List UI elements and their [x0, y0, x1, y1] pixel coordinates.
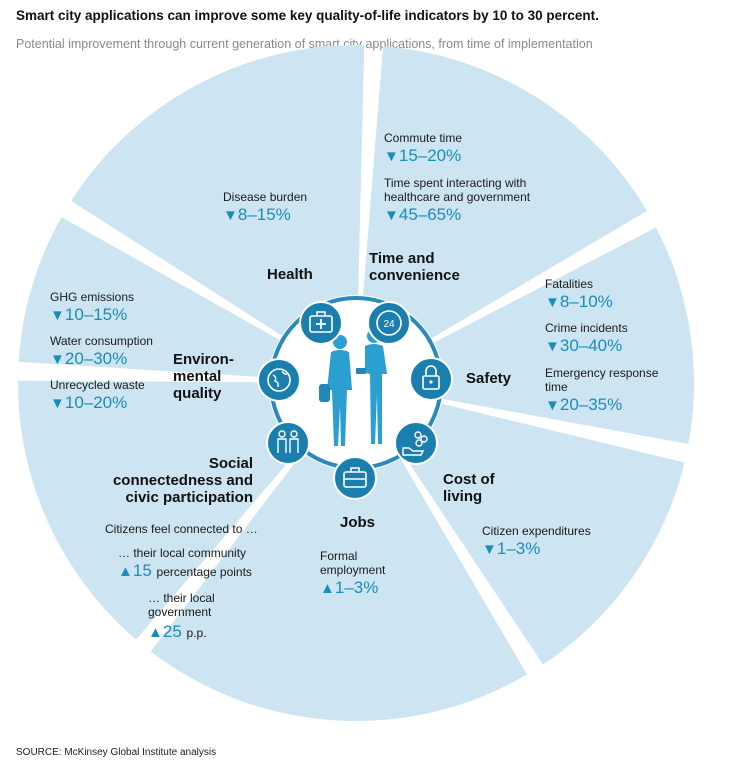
category-time-line1: Time and	[369, 250, 435, 267]
unrecycled-waste-label: Unrecycled waste	[50, 378, 145, 392]
formal-employment-label-line2: employment	[320, 563, 386, 577]
category-safety: Safety	[466, 370, 512, 387]
category-social-line2: connectedness and	[112, 472, 253, 489]
citizen-expenditures-label: Citizen expenditures	[482, 524, 591, 538]
segment-time-convenience	[363, 46, 647, 339]
medical-kit-icon	[299, 301, 343, 345]
segment-health	[71, 44, 365, 336]
interaction-time-value: ▼45–65%	[384, 205, 462, 224]
clock-24-icon: 24	[367, 301, 411, 345]
category-social-line1: Social	[208, 455, 253, 472]
disease-burden-label: Disease burden	[223, 190, 308, 204]
segment-jobs	[150, 452, 528, 721]
citizens-connected-label: Citizens feel connected to …	[105, 522, 258, 536]
svg-text:24: 24	[383, 319, 395, 330]
source-note: SOURCE: McKinsey Global Institute analys…	[16, 747, 217, 758]
category-cost-line2: living	[443, 488, 483, 505]
local-community-value: ▲15 percentage points	[118, 561, 252, 580]
category-cost-line1: Cost of	[443, 471, 495, 488]
local-government-unit: p.p.	[186, 626, 207, 640]
category-jobs: Jobs	[340, 514, 376, 531]
local-government-label-line1: … their local	[148, 591, 215, 605]
category-env-line3: quality	[173, 385, 222, 402]
local-government-value: ▲25 p.p.	[148, 622, 207, 641]
padlock-icon	[409, 357, 453, 401]
emergency-response-value: ▼20–35%	[545, 395, 623, 414]
local-community-unit: percentage points	[156, 565, 252, 579]
commute-time-label: Commute time	[384, 131, 463, 145]
category-env-line1: Environ-	[173, 351, 234, 368]
local-government-label-line2: government	[148, 605, 212, 619]
people-icon	[266, 421, 310, 465]
category-health: Health	[267, 266, 313, 283]
category-env-line2: mental	[173, 368, 222, 385]
ghg-emissions-value: ▼10–15%	[50, 305, 128, 324]
water-consumption-value: ▼20–30%	[50, 349, 128, 368]
coins-hand-icon	[394, 421, 438, 465]
segments	[17, 44, 694, 721]
segment-environment	[18, 217, 280, 378]
emergency-response-label-line1: Emergency response	[545, 366, 659, 380]
segment-safety	[434, 227, 694, 445]
commute-time-value: ▼15–20%	[384, 146, 462, 165]
water-consumption-label: Water consumption	[50, 334, 153, 348]
chart-subtitle: Potential improvement through current ge…	[16, 37, 593, 51]
interaction-time-label-line2: healthcare and government	[384, 190, 531, 204]
disease-burden-value: ▼8–15%	[223, 205, 291, 224]
formal-employment-label-line1: Formal	[320, 549, 358, 563]
crime-incidents-label: Crime incidents	[545, 321, 628, 335]
local-community-label: … their local community	[118, 546, 247, 560]
briefcase-icon	[333, 456, 377, 500]
segment-cost-of-living	[404, 403, 685, 665]
category-social-line3: civic participation	[125, 489, 253, 506]
formal-employment-value: ▲1–3%	[320, 578, 379, 597]
category-time-line2: convenience	[369, 267, 460, 284]
citizen-expenditures-value: ▼1–3%	[482, 539, 541, 558]
ghg-emissions-label: GHG emissions	[50, 290, 135, 304]
unrecycled-waste-value: ▼10–20%	[50, 393, 128, 412]
interaction-time-label-line1: Time spent interacting with	[384, 176, 527, 190]
fatalities-label: Fatalities	[545, 277, 594, 291]
globe-recycle-icon	[257, 358, 301, 402]
segment-social	[17, 380, 299, 640]
category-icons: 24	[257, 301, 453, 500]
fatalities-value: ▼8–10%	[545, 292, 613, 311]
crime-incidents-value: ▼30–40%	[545, 336, 623, 355]
emergency-response-label-line2: time	[545, 380, 568, 394]
chart-title: Smart city applications can improve some…	[16, 8, 599, 23]
